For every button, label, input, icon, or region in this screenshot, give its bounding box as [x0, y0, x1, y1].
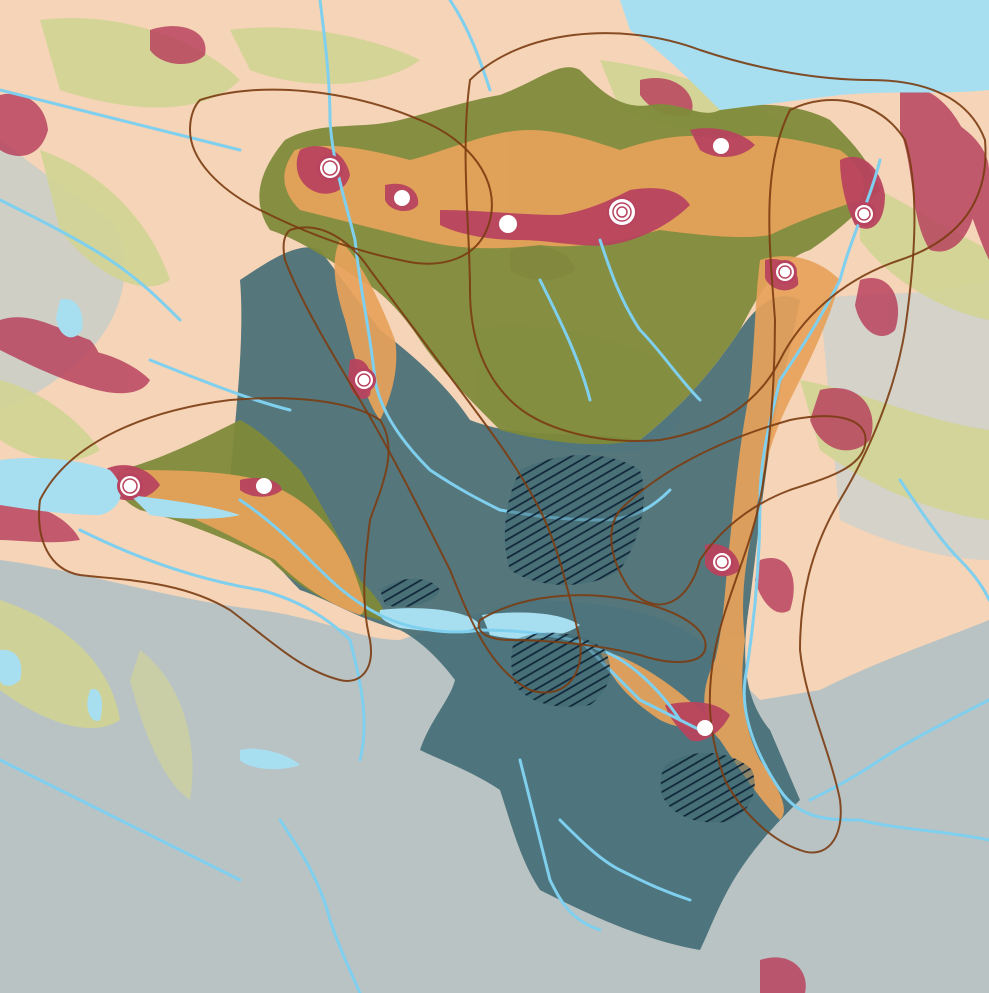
lake-small-3 [240, 748, 300, 770]
river-south-2 [518, 758, 602, 932]
lakes [0, 0, 989, 770]
lake-small-4 [0, 649, 22, 686]
center-5[interactable] [713, 138, 729, 154]
river-linth [238, 498, 682, 722]
lake-small-1 [56, 299, 83, 338]
corridor-center-east [610, 415, 867, 606]
river-southwest-2 [278, 818, 362, 993]
corridor-center-south [477, 594, 707, 663]
suburban-zones [119, 130, 864, 820]
corridor-north [464, 32, 987, 442]
river-rhine [742, 158, 989, 842]
lake-north [620, 0, 989, 110]
hatch-zone-2 [380, 578, 440, 607]
lake-west [0, 458, 121, 515]
center-11[interactable] [710, 550, 734, 574]
regional-corridor-outlines [38, 32, 987, 854]
river-south-1 [558, 818, 692, 902]
river-west-4 [78, 528, 366, 762]
hatch-zone-3 [511, 632, 610, 707]
regional-centers [117, 138, 876, 736]
river-west-1 [0, 88, 242, 152]
center-3[interactable] [499, 215, 517, 233]
corridor-center-vertical [282, 226, 582, 694]
center-1[interactable] [317, 155, 343, 181]
lake-walen [482, 612, 580, 639]
river-north-1 [448, 0, 492, 92]
center-12[interactable] [697, 720, 713, 736]
lake-west-arm [130, 495, 240, 519]
center-6[interactable] [852, 202, 876, 226]
river-north-2 [538, 278, 592, 402]
center-8[interactable] [352, 368, 376, 392]
corridor-east [708, 99, 916, 854]
river-west-2 [0, 198, 182, 322]
urban-areas [0, 9, 989, 993]
hatch-zone-4 [660, 752, 755, 823]
river-east [808, 698, 989, 802]
corridor-northwest [188, 88, 493, 265]
center-7[interactable] [773, 260, 797, 284]
river-east-2 [898, 478, 989, 602]
center-10[interactable] [256, 478, 272, 494]
center-9[interactable] [117, 473, 143, 499]
river-sitter [598, 238, 702, 402]
river-southwest [0, 758, 242, 882]
center-4[interactable] [607, 197, 637, 227]
hatched-protection-zones [380, 455, 755, 823]
center-2[interactable] [394, 190, 410, 206]
hatch-zone-1 [504, 455, 644, 585]
lake-small-2 [87, 689, 102, 721]
corridor-west [38, 397, 390, 682]
river-west-3 [148, 358, 292, 412]
